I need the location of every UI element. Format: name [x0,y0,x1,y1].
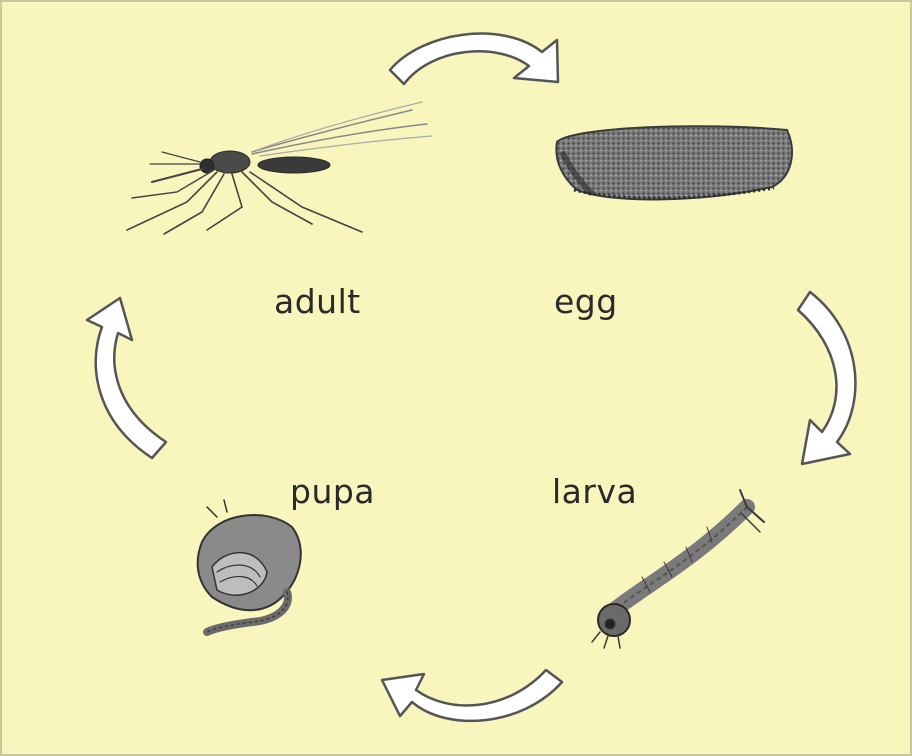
larva-illustration [592,490,764,648]
arrow-adult-to-egg [390,34,558,84]
arrow-pupa-to-adult [87,298,166,458]
egg-raft-illustration [556,126,792,199]
stage-label-pupa: pupa [290,472,375,511]
stage-label-adult: adult [274,282,361,321]
stage-label-larva: larva [552,472,637,511]
pupa-illustration [198,500,301,632]
arrow-egg-to-larva [798,292,855,464]
arrow-larva-to-pupa [382,670,562,721]
stage-label-egg: egg [554,282,618,321]
adult-mosquito-illustration [127,102,432,234]
